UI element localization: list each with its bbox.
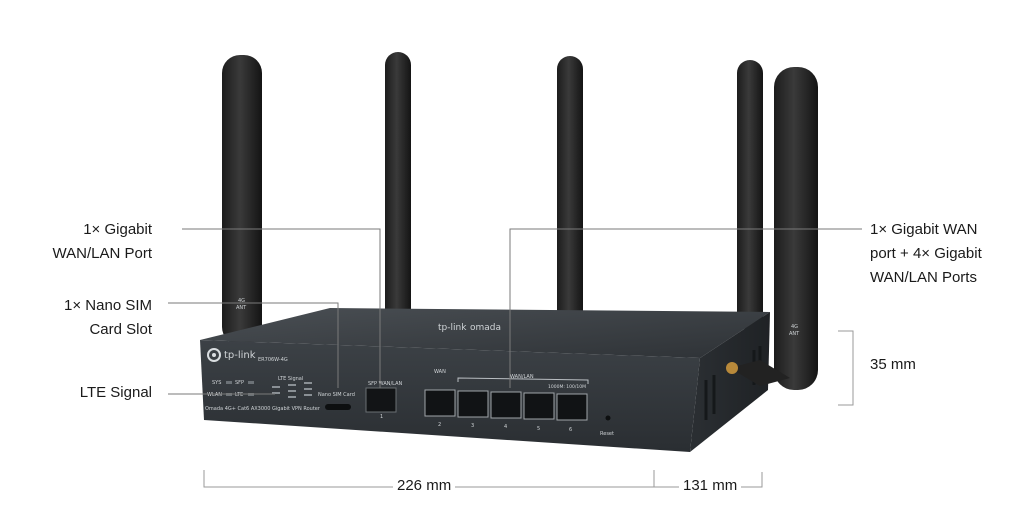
lte-signal-leds [272, 382, 312, 398]
ethernet-port-3[interactable] [457, 390, 489, 418]
leader-lines [168, 228, 862, 395]
led-label-sys: SYS [212, 380, 221, 386]
sfp-device-label: SFP WAN/LAN [368, 381, 402, 387]
antenna-left-label-2: ANT [236, 305, 247, 311]
antenna-back-2 [557, 56, 583, 324]
ethernet-port-6[interactable] [556, 393, 588, 421]
callout-wanlan-line3: WAN/LAN Ports [870, 269, 977, 286]
top-brand-sub: omada [470, 323, 501, 333]
ethernet-port-2[interactable] [424, 389, 456, 417]
led-label-wlan: WLAN [207, 392, 222, 398]
callout-sfp-line2: WAN/LAN Port [52, 245, 152, 262]
wanlan-device-label: WAN/LAN [510, 374, 534, 380]
led-label-lte: LTE [235, 392, 243, 398]
speed-device-label: 1000M: 100/10M [548, 384, 586, 390]
port-number-2: 2 [438, 422, 441, 428]
port-number-6: 6 [569, 427, 572, 433]
callout-wanlan-line2: port + 4× Gigabit [870, 245, 982, 262]
antenna-right-label-1: 4G [791, 324, 798, 330]
ethernet-ports [424, 389, 588, 421]
callout-lte-signal: LTE Signal [20, 381, 152, 405]
reset-device-label: Reset [600, 431, 614, 437]
sim-slot[interactable] [325, 404, 351, 410]
port-number-3: 3 [471, 423, 474, 429]
dim-height-line [838, 330, 854, 406]
antenna-back-3 [737, 60, 763, 330]
callout-wan-lan-ports: 1× Gigabit WAN port + 4× Gigabit WAN/LAN… [870, 218, 1010, 290]
wanlan-bracket [457, 377, 589, 384]
dimension-depth-label: 131 mm [679, 477, 742, 494]
led-label-sfp: SFP [235, 380, 244, 386]
leader-sfp [182, 228, 381, 388]
ethernet-port-5[interactable] [523, 392, 555, 420]
device-brand: tp-link [224, 350, 256, 361]
antenna-right-label-2: ANT [789, 331, 800, 337]
device-description: Omada 4G+ Cat6 AX3000 Gigabit VPN Router [205, 406, 321, 412]
dimension-height-label: 35 mm [866, 356, 920, 373]
dimension-width-label: 226 mm [393, 477, 456, 494]
antenna-left-label-1: 4G [238, 298, 245, 304]
router-top-surface [200, 308, 770, 358]
device-model: ER706W-4G [258, 357, 288, 363]
callout-wanlan-line1: 1× Gigabit WAN [870, 221, 978, 238]
sim-device-label: Nano SIM Card [318, 392, 355, 398]
router-side-panel [690, 312, 770, 452]
callout-sim-line2: Card Slot [89, 321, 152, 338]
wan-device-label: WAN [434, 369, 446, 375]
port-number-4: 4 [504, 424, 507, 430]
sfp-port[interactable] [365, 387, 397, 413]
port-number-5: 5 [537, 426, 540, 432]
lte-signal-device-label: LTE Signal [278, 376, 303, 382]
top-brand: tp-link [438, 323, 467, 333]
callout-sfp-port: 1× Gigabit WAN/LAN Port [20, 218, 152, 266]
leader-sim [168, 302, 339, 388]
ethernet-port-4[interactable] [490, 391, 522, 419]
callout-sim-line1: 1× Nano SIM [64, 297, 152, 314]
leader-wanlan [509, 228, 862, 388]
brand-logo-icon [207, 348, 221, 362]
antenna-left [222, 55, 262, 345]
callout-lte-line1: LTE Signal [79, 384, 152, 401]
callout-sfp-line1: 1× Gigabit [83, 221, 152, 238]
antenna-back-1 [385, 52, 411, 322]
callout-sim-slot: 1× Nano SIM Card Slot [20, 294, 152, 342]
sfp-port-number: 1 [380, 414, 383, 420]
reset-button[interactable] [605, 415, 611, 421]
